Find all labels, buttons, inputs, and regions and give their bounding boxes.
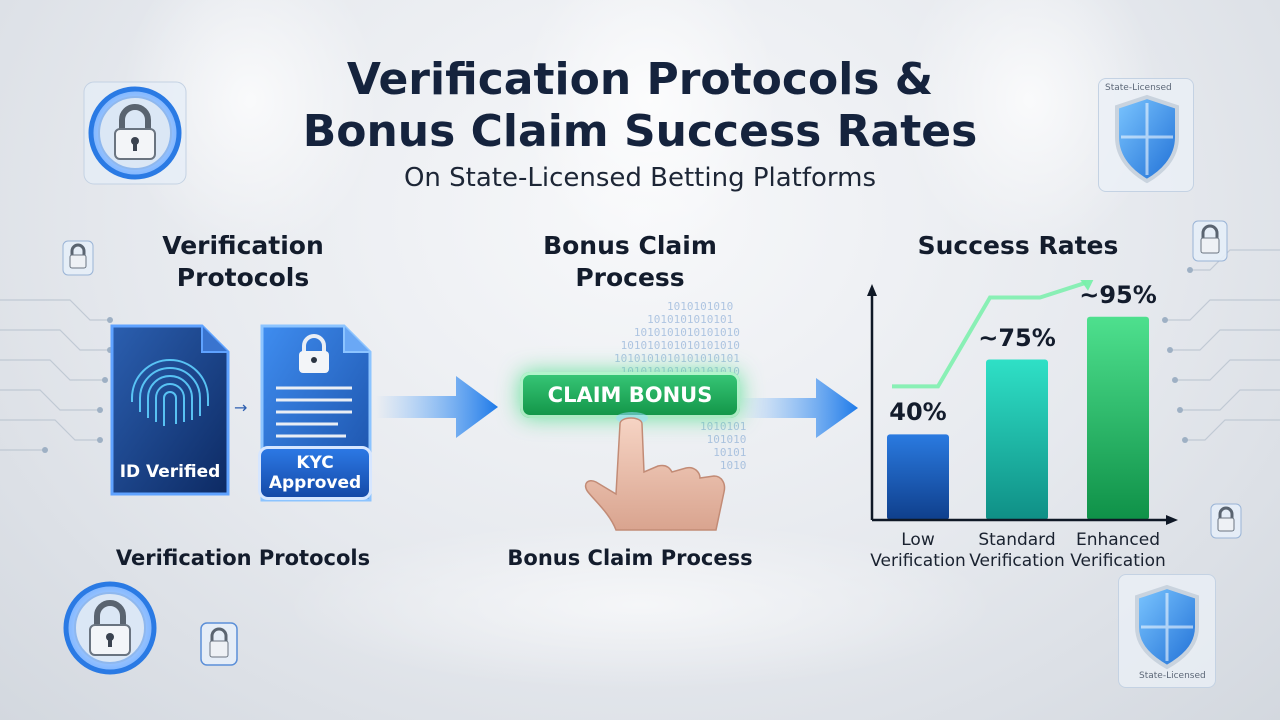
spotlight (520, 0, 780, 260)
lock-icon (83, 81, 187, 185)
page-subtitle: On State-Licensed Betting Platforms (403, 163, 877, 193)
arrow-right-icon (740, 378, 858, 438)
success-heading: Success Rates (917, 231, 1119, 260)
bar-3 (1087, 316, 1149, 520)
lock-icon (1192, 220, 1228, 262)
arrow-right-icon (376, 376, 498, 438)
shield-icon (1115, 94, 1179, 184)
shield-icon (1135, 584, 1199, 670)
page-title-line1: Verification Protocols & (346, 54, 934, 105)
floor-glow (280, 520, 1000, 690)
data-label-2: ~75% (978, 323, 1056, 352)
state-licensed-label: State-Licensed (1105, 83, 1172, 93)
chart-bars (887, 316, 1149, 520)
binary-stream: 1010101 101010 10101 1010 (700, 420, 747, 472)
id-verified-label: ID Verified (119, 462, 221, 482)
verification-caption: Verification Protocols (115, 546, 371, 570)
page-title-line2: Bonus Claim Success Rates (302, 106, 978, 157)
arrow-right-icon: → (234, 398, 248, 417)
lock-icon (1210, 503, 1242, 539)
id-document-card: ID Verified (108, 322, 232, 498)
fingerprint-icon (110, 324, 230, 496)
state-licensed-label: State-Licensed (1139, 671, 1206, 681)
state-licensed-tile: State-Licensed (1098, 78, 1194, 192)
claim-caption: Bonus Claim Process (507, 546, 753, 570)
x-axis-arrow (1166, 515, 1178, 525)
state-licensed-tile: State-Licensed (1118, 574, 1216, 688)
kyc-document-card: KYC Approved (258, 322, 374, 504)
hand-pointer-icon (584, 412, 726, 531)
claim-heading: Bonus Claim Process (543, 231, 717, 292)
success-rates-chart (867, 280, 1178, 525)
data-label-3: ~95% (1079, 280, 1157, 309)
trend-line (892, 280, 1087, 389)
lock-icon (63, 581, 157, 675)
lock-icon (200, 622, 238, 666)
trend-arrow-head (1080, 280, 1094, 291)
claim-bonus-button[interactable]: CLAIM BONUS (520, 372, 740, 418)
kyc-approved-badge: KYC Approved (258, 446, 372, 500)
bar-2 (986, 359, 1048, 520)
lock-icon (62, 240, 94, 276)
y-axis-arrow (867, 284, 877, 296)
verification-heading: Verification Protocols (162, 231, 324, 292)
bar-1 (887, 434, 949, 520)
data-label-1: 40% (889, 398, 947, 427)
